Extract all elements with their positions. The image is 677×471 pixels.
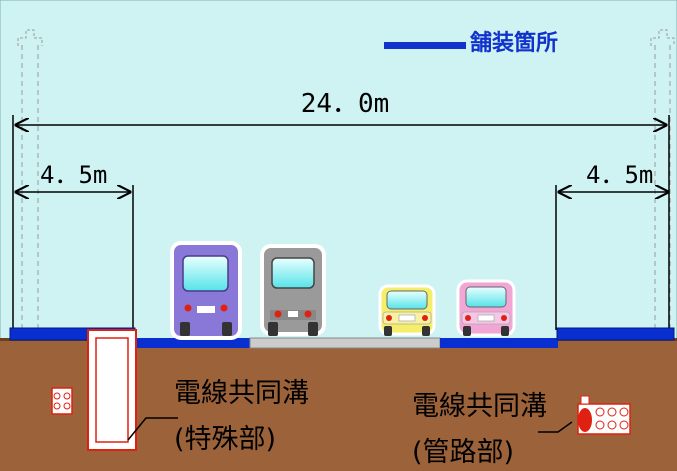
- special-trench-label-line2: (特殊部): [174, 424, 276, 455]
- right-sidewalk-label: 4．5m: [586, 161, 653, 189]
- pipe-trench-label-line1: 電線共同溝: [412, 391, 547, 422]
- legend-swatch: [384, 42, 466, 49]
- pipe-trench-leader: [538, 421, 573, 433]
- yellow-car-vehicle: [378, 284, 436, 336]
- truck-vehicle: [260, 244, 326, 336]
- right-conduit-cluster-icon: [577, 395, 631, 435]
- street-light-left: [17, 29, 43, 330]
- left-sidewalk-label: 4．5m: [40, 161, 107, 189]
- sky-background: [0, 0, 677, 340]
- bus-vehicle: [170, 241, 242, 340]
- right-sidewalk-pavement: [556, 327, 675, 341]
- left-conduit-icon: [51, 387, 73, 415]
- road-pavement-left: [135, 338, 250, 348]
- special-trench-label-line1: 電線共同溝: [174, 378, 309, 409]
- pipe-trench-label-line2: (管路部): [412, 437, 514, 468]
- road-pavement-right: [440, 338, 558, 348]
- total-width-label: 24．0m: [301, 89, 390, 119]
- street-light-right: [650, 29, 675, 330]
- legend-label: 舗装箇所: [469, 30, 558, 56]
- pink-car-vehicle: [456, 279, 516, 337]
- special-trench-box: [87, 329, 137, 451]
- road-surface: [249, 337, 441, 349]
- special-trench-leader: [127, 417, 178, 441]
